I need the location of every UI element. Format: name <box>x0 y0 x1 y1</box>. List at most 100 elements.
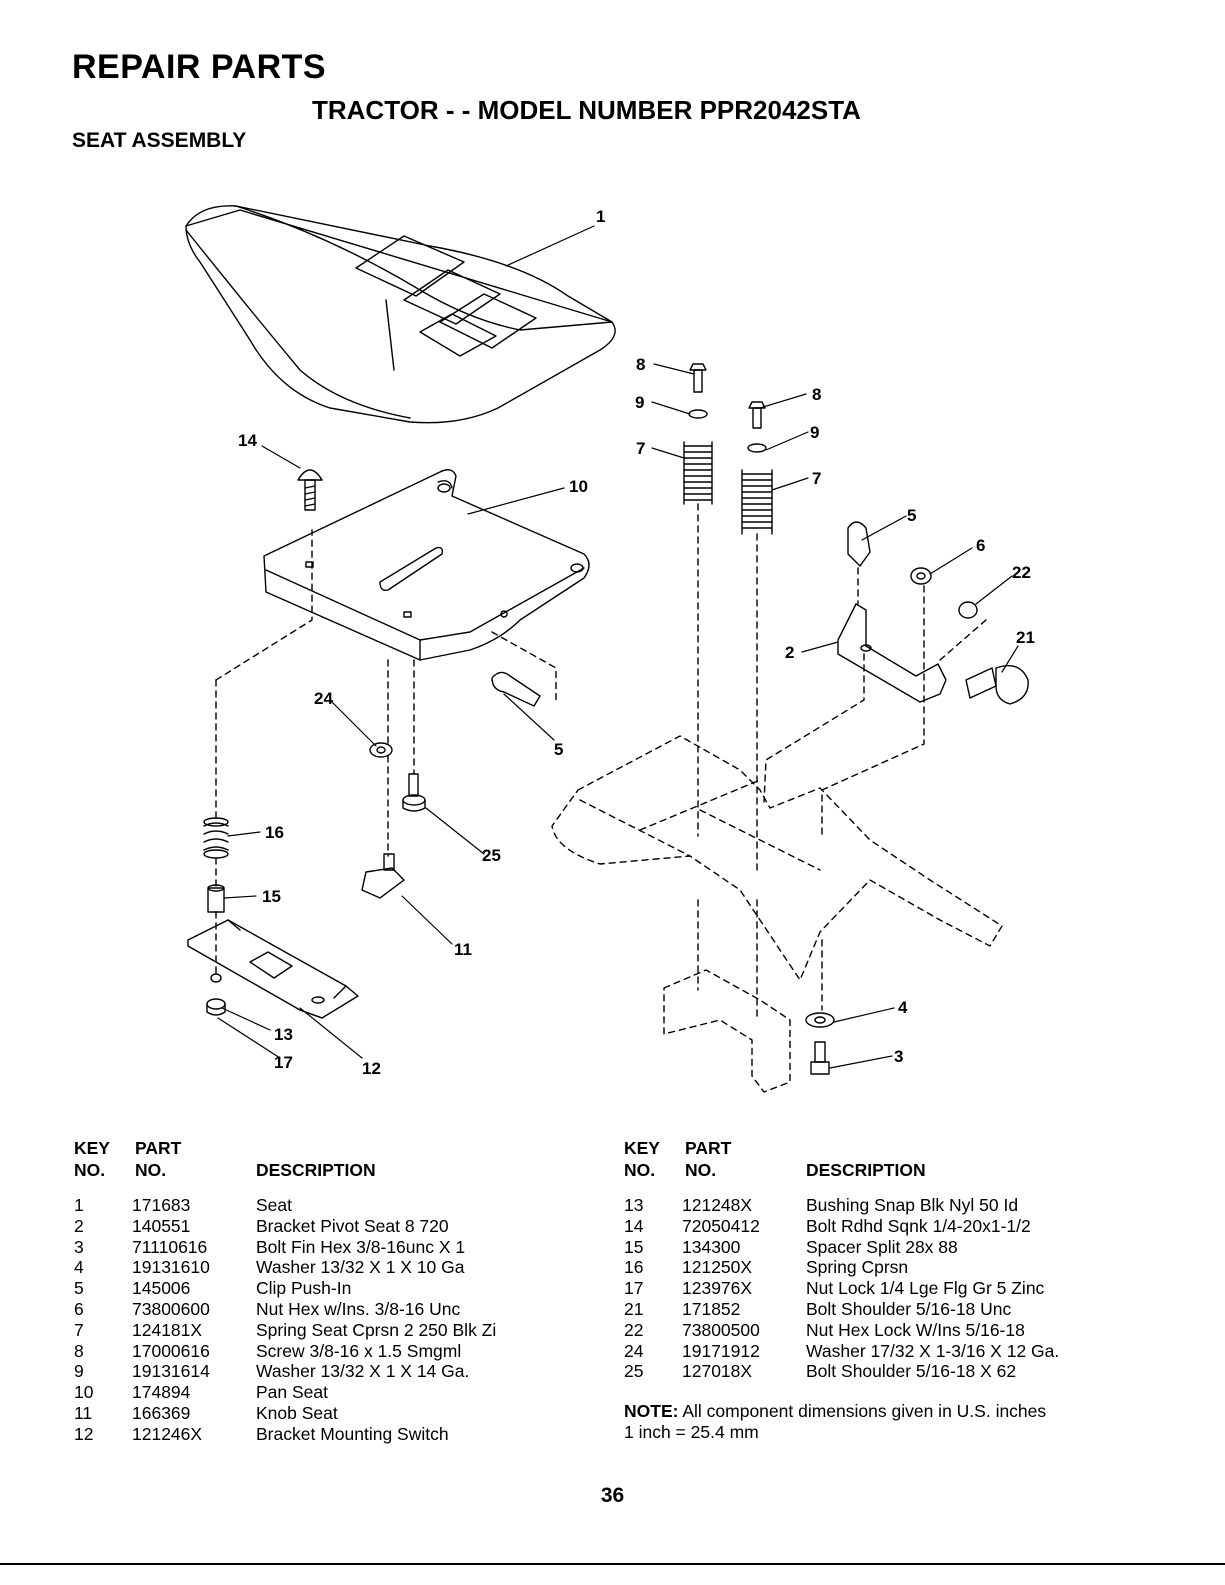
part-number: 174894 <box>132 1382 191 1403</box>
header-description-right: DESCRIPTION <box>806 1160 926 1180</box>
header-key-no-right: NO. <box>624 1160 656 1180</box>
center-lower-parts <box>361 671 541 899</box>
key-number: 4 <box>74 1257 84 1278</box>
part-number: 121248X <box>682 1195 753 1215</box>
pan-seat-drawing <box>263 469 590 661</box>
part-description: Pan Seat <box>256 1382 328 1403</box>
callout-2: 2 <box>785 643 794 662</box>
key-number: 2 <box>74 1215 84 1236</box>
part-number: 73800500 <box>682 1319 760 1340</box>
callout-labels: 1 8 9 7 8 9 7 5 6 22 21 2 14 10 24 5 16 … <box>238 207 1035 1078</box>
note-text: All component dimensions given in U.S. i… <box>678 1401 1047 1421</box>
part-description: Nut Hex Lock W/Ins 5/16-18 <box>806 1319 1025 1340</box>
page-title: REPAIR PARTS <box>72 48 327 86</box>
part-number: 171852 <box>682 1299 741 1319</box>
part-number: 127018X <box>682 1361 753 1382</box>
key-number: 9 <box>74 1361 84 1382</box>
part-description: Bracket Mounting Switch <box>256 1423 449 1444</box>
seat-drawing <box>185 205 616 424</box>
part-number: 171683 <box>132 1195 191 1215</box>
key-number: 8 <box>74 1340 84 1361</box>
part-description: Spacer Split 28x 88 <box>806 1236 958 1257</box>
key-number: 10 <box>74 1382 94 1403</box>
part-number: 73800600 <box>132 1299 210 1319</box>
part-number: 121246X <box>132 1423 203 1444</box>
part-description: Bolt Fin Hex 3/8-16unc X 1 <box>256 1236 466 1257</box>
header-key-no: NO. <box>74 1160 106 1180</box>
section-title: SEAT ASSEMBLY <box>72 129 247 152</box>
callout-24: 24 <box>314 689 333 708</box>
callout-6: 6 <box>976 536 985 555</box>
callout-13: 13 <box>274 1025 293 1044</box>
callout-9a: 9 <box>635 393 644 412</box>
model-subtitle: TRACTOR - - MODEL NUMBER PPR2042STA <box>312 95 861 125</box>
key-number: 14 <box>624 1215 644 1236</box>
part-description: Clip Push-In <box>256 1278 352 1299</box>
key-number: 21 <box>624 1299 644 1319</box>
callout-25: 25 <box>482 846 501 865</box>
part-description: Screw 3/8-16 x 1.5 Smgml <box>256 1340 462 1361</box>
callout-11: 11 <box>454 940 472 959</box>
part-description: Washer 17/32 X 1-3/16 X 12 Ga. <box>806 1340 1060 1361</box>
part-number: 19171912 <box>682 1340 760 1361</box>
leader-lines <box>217 225 1019 1069</box>
callout-1: 1 <box>596 207 605 226</box>
part-number: 121250X <box>682 1257 753 1278</box>
part-description: Washer 13/32 X 1 X 14 Ga. <box>256 1361 470 1382</box>
header-part: PART <box>135 1138 182 1158</box>
part-description: Spring Seat Cprsn 2 250 Blk Zi <box>256 1319 497 1340</box>
key-number: 13 <box>624 1195 644 1215</box>
callout-22: 22 <box>1012 563 1031 582</box>
note-conversion: 1 inch = 25.4 mm <box>624 1421 759 1442</box>
callout-10: 10 <box>569 477 588 496</box>
header-key: KEY <box>74 1138 110 1158</box>
key-number: 11 <box>74 1403 93 1423</box>
key-number: 16 <box>624 1257 644 1278</box>
part-description: Knob Seat <box>256 1403 338 1423</box>
key-number: 1 <box>74 1195 84 1215</box>
callout-8b: 8 <box>812 385 821 404</box>
callout-15: 15 <box>262 887 281 906</box>
seat-assembly-diagram: 1 8 9 7 8 9 7 5 6 22 21 2 14 10 24 5 16 … <box>185 205 1035 1093</box>
callout-5b: 5 <box>554 740 563 759</box>
part-number: 19131610 <box>132 1257 210 1278</box>
header-part-no-right: NO. <box>685 1160 717 1180</box>
callout-7b: 7 <box>812 469 821 488</box>
header-part-right: PART <box>685 1138 732 1158</box>
part-description: Bolt Shoulder 5/16-18 X 62 <box>806 1361 1017 1382</box>
part-number: 71110616 <box>132 1236 208 1257</box>
right-upper-parts <box>837 521 1029 705</box>
callout-12: 12 <box>362 1059 381 1078</box>
callout-14: 14 <box>238 431 257 450</box>
bottom-rule <box>0 1563 1225 1565</box>
key-number: 17 <box>624 1278 644 1299</box>
part-description: Bracket Pivot Seat 8 720 <box>256 1215 449 1236</box>
key-number: 3 <box>74 1236 84 1257</box>
part-description: Bolt Rdhd Sqnk 1/4-20x1-1/2 <box>806 1215 1031 1236</box>
part-description: Nut Lock 1/4 Lge Flg Gr 5 Zinc <box>806 1278 1045 1299</box>
parts-table-right: KEY NO. PART NO. DESCRIPTION 13 121248X Bu… <box>624 1138 1204 1398</box>
part-number: 134300 <box>682 1236 741 1257</box>
bottom-right-parts <box>805 1012 835 1075</box>
key-number: 5 <box>74 1278 84 1299</box>
part-description: Bushing Snap Blk Nyl 50 Id <box>806 1195 1019 1215</box>
dimension-note: NOTE: All component dimensions given in … <box>624 1401 1046 1443</box>
part-number: 124181X <box>132 1319 203 1340</box>
key-number: 25 <box>624 1361 644 1382</box>
note-label: NOTE: <box>624 1401 679 1421</box>
callout-21: 21 <box>1016 628 1035 647</box>
part-description: Seat <box>256 1195 292 1215</box>
bolt-14-drawing <box>297 469 323 511</box>
header-key-right: KEY <box>624 1138 660 1158</box>
part-number: 140551 <box>132 1215 191 1236</box>
spring-stack-drawing <box>683 363 773 535</box>
page-number: 36 <box>600 1484 625 1507</box>
callout-7a: 7 <box>636 439 645 458</box>
part-description: Bolt Shoulder 5/16-18 Unc <box>806 1299 1012 1319</box>
left-lower-parts <box>187 817 359 1019</box>
key-number: 15 <box>624 1236 644 1257</box>
part-number: 166369 <box>132 1403 191 1423</box>
key-number: 6 <box>74 1299 84 1319</box>
header-description: DESCRIPTION <box>256 1160 376 1180</box>
